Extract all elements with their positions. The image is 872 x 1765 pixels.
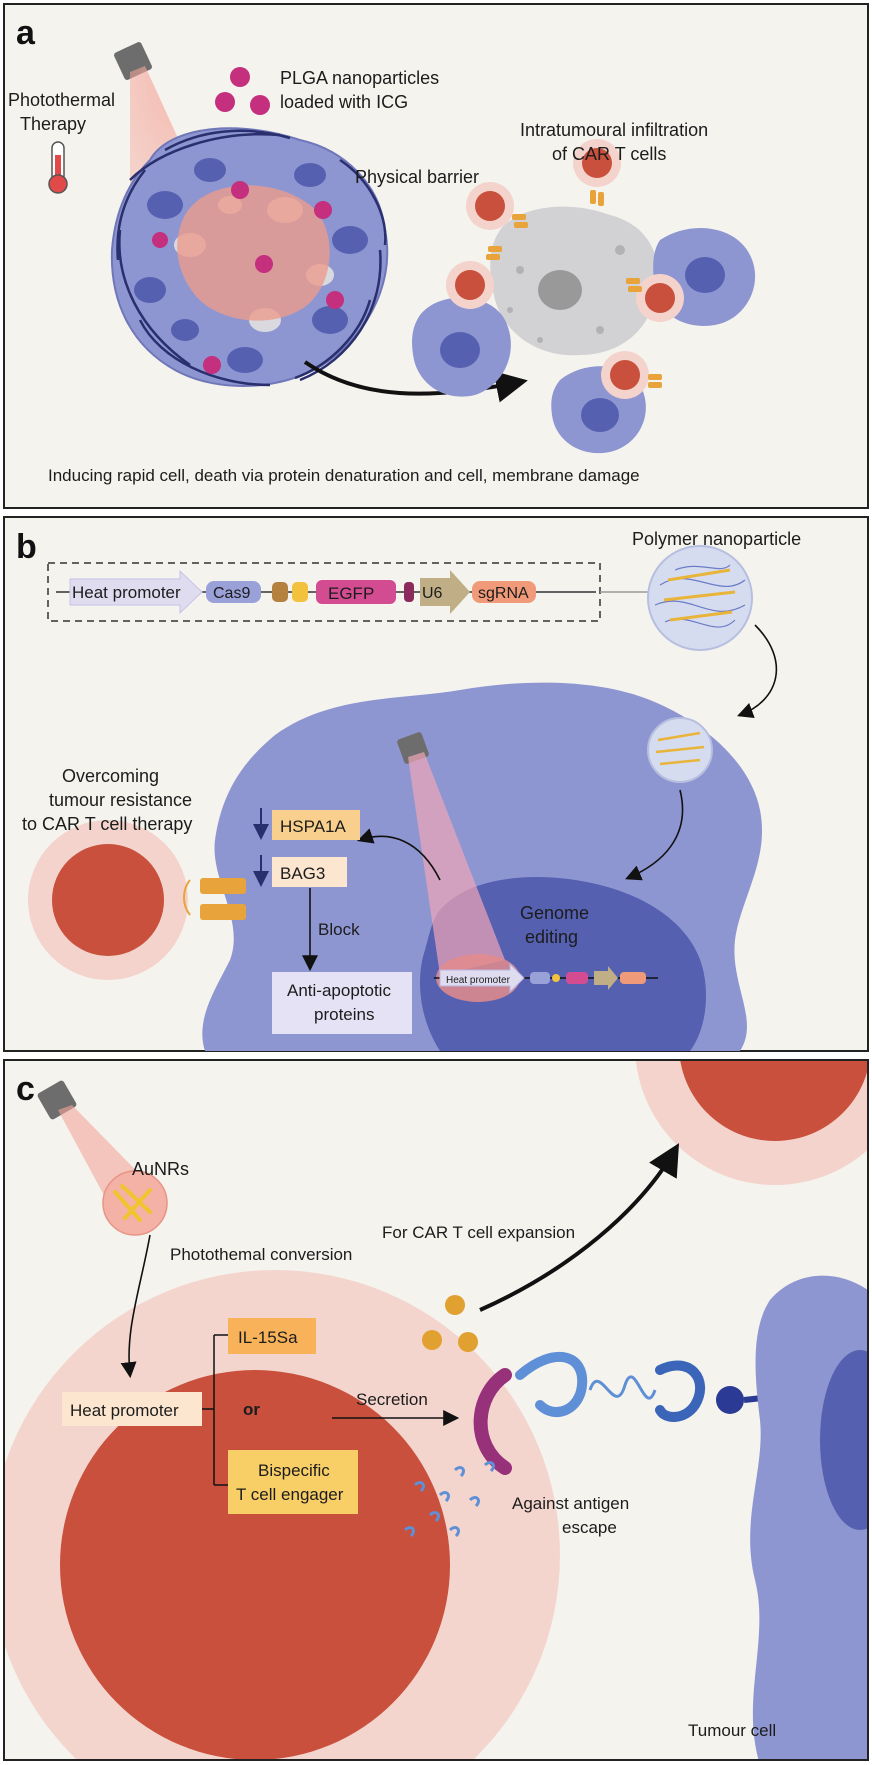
thermometer-icon <box>48 141 68 194</box>
editing-to-hsp-arrow <box>356 828 441 881</box>
small-nanoparticle-icon <box>647 717 713 783</box>
payload-switch <box>62 1318 358 1514</box>
heat-promoter-c: Heat promoter <box>70 1401 179 1420</box>
tumour-cell-b <box>202 682 763 1051</box>
expanding-car-t-cell <box>635 1061 867 1185</box>
therapy-label-1: Photothermal <box>8 90 115 110</box>
polymer-np-label: Polymer nanoparticle <box>632 529 801 549</box>
conversion-arrow <box>120 1234 151 1379</box>
construct-sgrna: sgRNA <box>478 585 529 602</box>
tumour-cell-label: Tumour cell <box>688 1721 776 1740</box>
overcoming-label-3: to CAR T cell therapy <box>22 814 192 834</box>
block-label: Block <box>318 920 360 939</box>
genome-editing-label-2: editing <box>525 927 578 947</box>
against-label-1: Against antigen <box>512 1494 629 1513</box>
aunrs-icon <box>102 1170 168 1236</box>
np-to-nucleus-arrow <box>625 789 684 881</box>
genome-editing-label-1: Genome <box>520 903 589 923</box>
secretion-label: Secretion <box>356 1390 428 1409</box>
panel-b: b Heat promoter Cas9 EGFP U6 sgRNA Polym… <box>3 516 869 1052</box>
construct-cas9: Cas9 <box>213 585 250 602</box>
dead-tumour-cell <box>490 206 658 356</box>
bispecific-engager-icon <box>473 1352 791 1475</box>
or-label: or <box>243 1400 260 1419</box>
panel-a-letter: a <box>16 14 36 52</box>
construct-heat-promoter: Heat promoter <box>72 583 181 602</box>
car-receptors-a <box>486 190 662 388</box>
physical-barrier-label: Physical barrier <box>355 167 479 187</box>
laser-device-icon-b <box>397 732 505 975</box>
hspa1a-label: HSPA1A <box>280 817 346 836</box>
against-label-2: escape <box>562 1518 617 1537</box>
overcoming-label-2: tumour resistance <box>49 790 192 810</box>
bag3-label: BAG3 <box>280 864 325 883</box>
panel-a-caption: Inducing rapid cell, death via protein d… <box>48 466 640 485</box>
np-label-1: PLGA nanoparticles <box>280 68 439 88</box>
infiltration-label-1: Intratumoural infiltration <box>520 120 708 140</box>
np-label-2: loaded with ICG <box>280 92 408 112</box>
conversion-label: Photothemal conversion <box>170 1245 352 1264</box>
therapy-label-2: Therapy <box>20 114 86 134</box>
car-t-cells-a <box>446 139 684 399</box>
panel-b-letter: b <box>16 528 37 566</box>
tumour-mass <box>110 127 389 388</box>
aunrs-label: AuNRs <box>132 1159 189 1179</box>
expansion-label: For CAR T cell expansion <box>382 1223 575 1242</box>
mini-construct <box>434 954 658 1002</box>
il15-label: IL-15Sa <box>238 1328 298 1347</box>
mini-heat-promoter-label: Heat promoter <box>446 975 511 986</box>
expansion-arrow <box>479 1143 680 1312</box>
polymer-nanoparticle-icon <box>647 545 753 651</box>
gene-construct <box>47 562 601 622</box>
hsp-inhibition <box>253 808 412 1034</box>
tumour-cell-c <box>750 1275 867 1759</box>
panel-c-letter: c <box>16 1070 35 1108</box>
cytokine-dots-icon <box>422 1295 478 1352</box>
anti-apoptotic-label-1: Anti-apoptotic <box>287 981 391 1000</box>
bispecific-label-1: Bispecific <box>258 1461 330 1480</box>
anti-apoptotic-label-2: proteins <box>314 1005 374 1024</box>
car-t-cell-b <box>28 820 246 980</box>
construct-egfp: EGFP <box>328 584 374 603</box>
free-engagers-icon <box>403 1461 495 1538</box>
np-uptake-arrow <box>737 624 778 718</box>
bispecific-label-2: T cell engager <box>236 1485 344 1504</box>
plga-nanoparticles-icon <box>215 67 270 115</box>
construct-u6: U6 <box>422 585 443 602</box>
overcoming-label-1: Overcoming <box>62 766 159 786</box>
infiltration-label-2: of CAR T cells <box>552 144 666 164</box>
panel-c: c AuNRs <box>3 1059 869 1761</box>
panel-a: a Photothermal Therapy PLGA nanoparticle… <box>3 3 869 509</box>
